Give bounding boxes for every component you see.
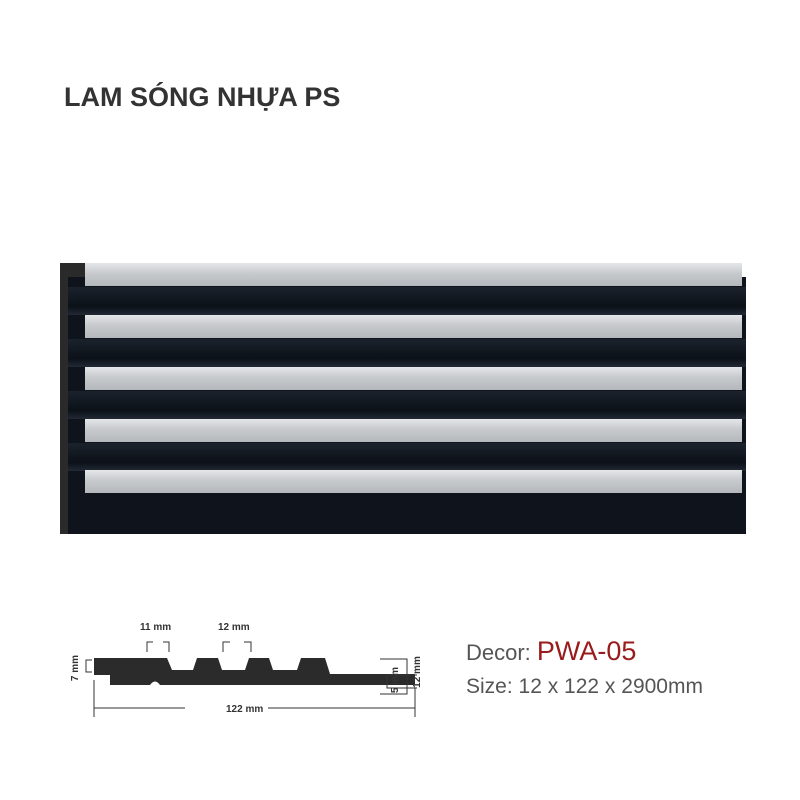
size-line: Size: 12 x 122 x 2900mm xyxy=(466,675,703,699)
size-label: Size: xyxy=(466,675,513,698)
decor-code: PWA-05 xyxy=(536,636,637,666)
page-title: LAM SÓNG NHỰA PS xyxy=(64,82,341,112)
panel-groove xyxy=(68,391,746,419)
panel-groove xyxy=(68,287,746,315)
dim-5mm: 5 mm xyxy=(390,667,401,693)
silver-strip xyxy=(85,470,742,493)
silver-strip xyxy=(85,367,742,390)
product-panel-image xyxy=(60,263,746,534)
panel-groove xyxy=(68,339,746,367)
size-value: 12 x 122 x 2900mm xyxy=(518,675,703,698)
dim-11mm: 11 mm xyxy=(140,622,171,633)
silver-strip xyxy=(85,419,742,442)
dim-122mm: 122 mm xyxy=(226,704,263,715)
dim-12mm-top: 12 mm xyxy=(218,622,250,633)
decor-line: Decor: PWA-05 xyxy=(466,636,636,667)
silver-strip xyxy=(85,315,742,338)
profile-shape xyxy=(94,658,415,685)
dim-7mm: 7 mm xyxy=(70,655,81,681)
panel-groove xyxy=(68,443,746,471)
profile-diagram: 11 mm 12 mm 7 mm 122 mm 5 mm 12 mm xyxy=(70,622,423,717)
dim-12mm-right: 12 mm xyxy=(412,656,423,688)
silver-strip xyxy=(85,263,742,286)
decor-label: Decor: xyxy=(466,640,531,665)
